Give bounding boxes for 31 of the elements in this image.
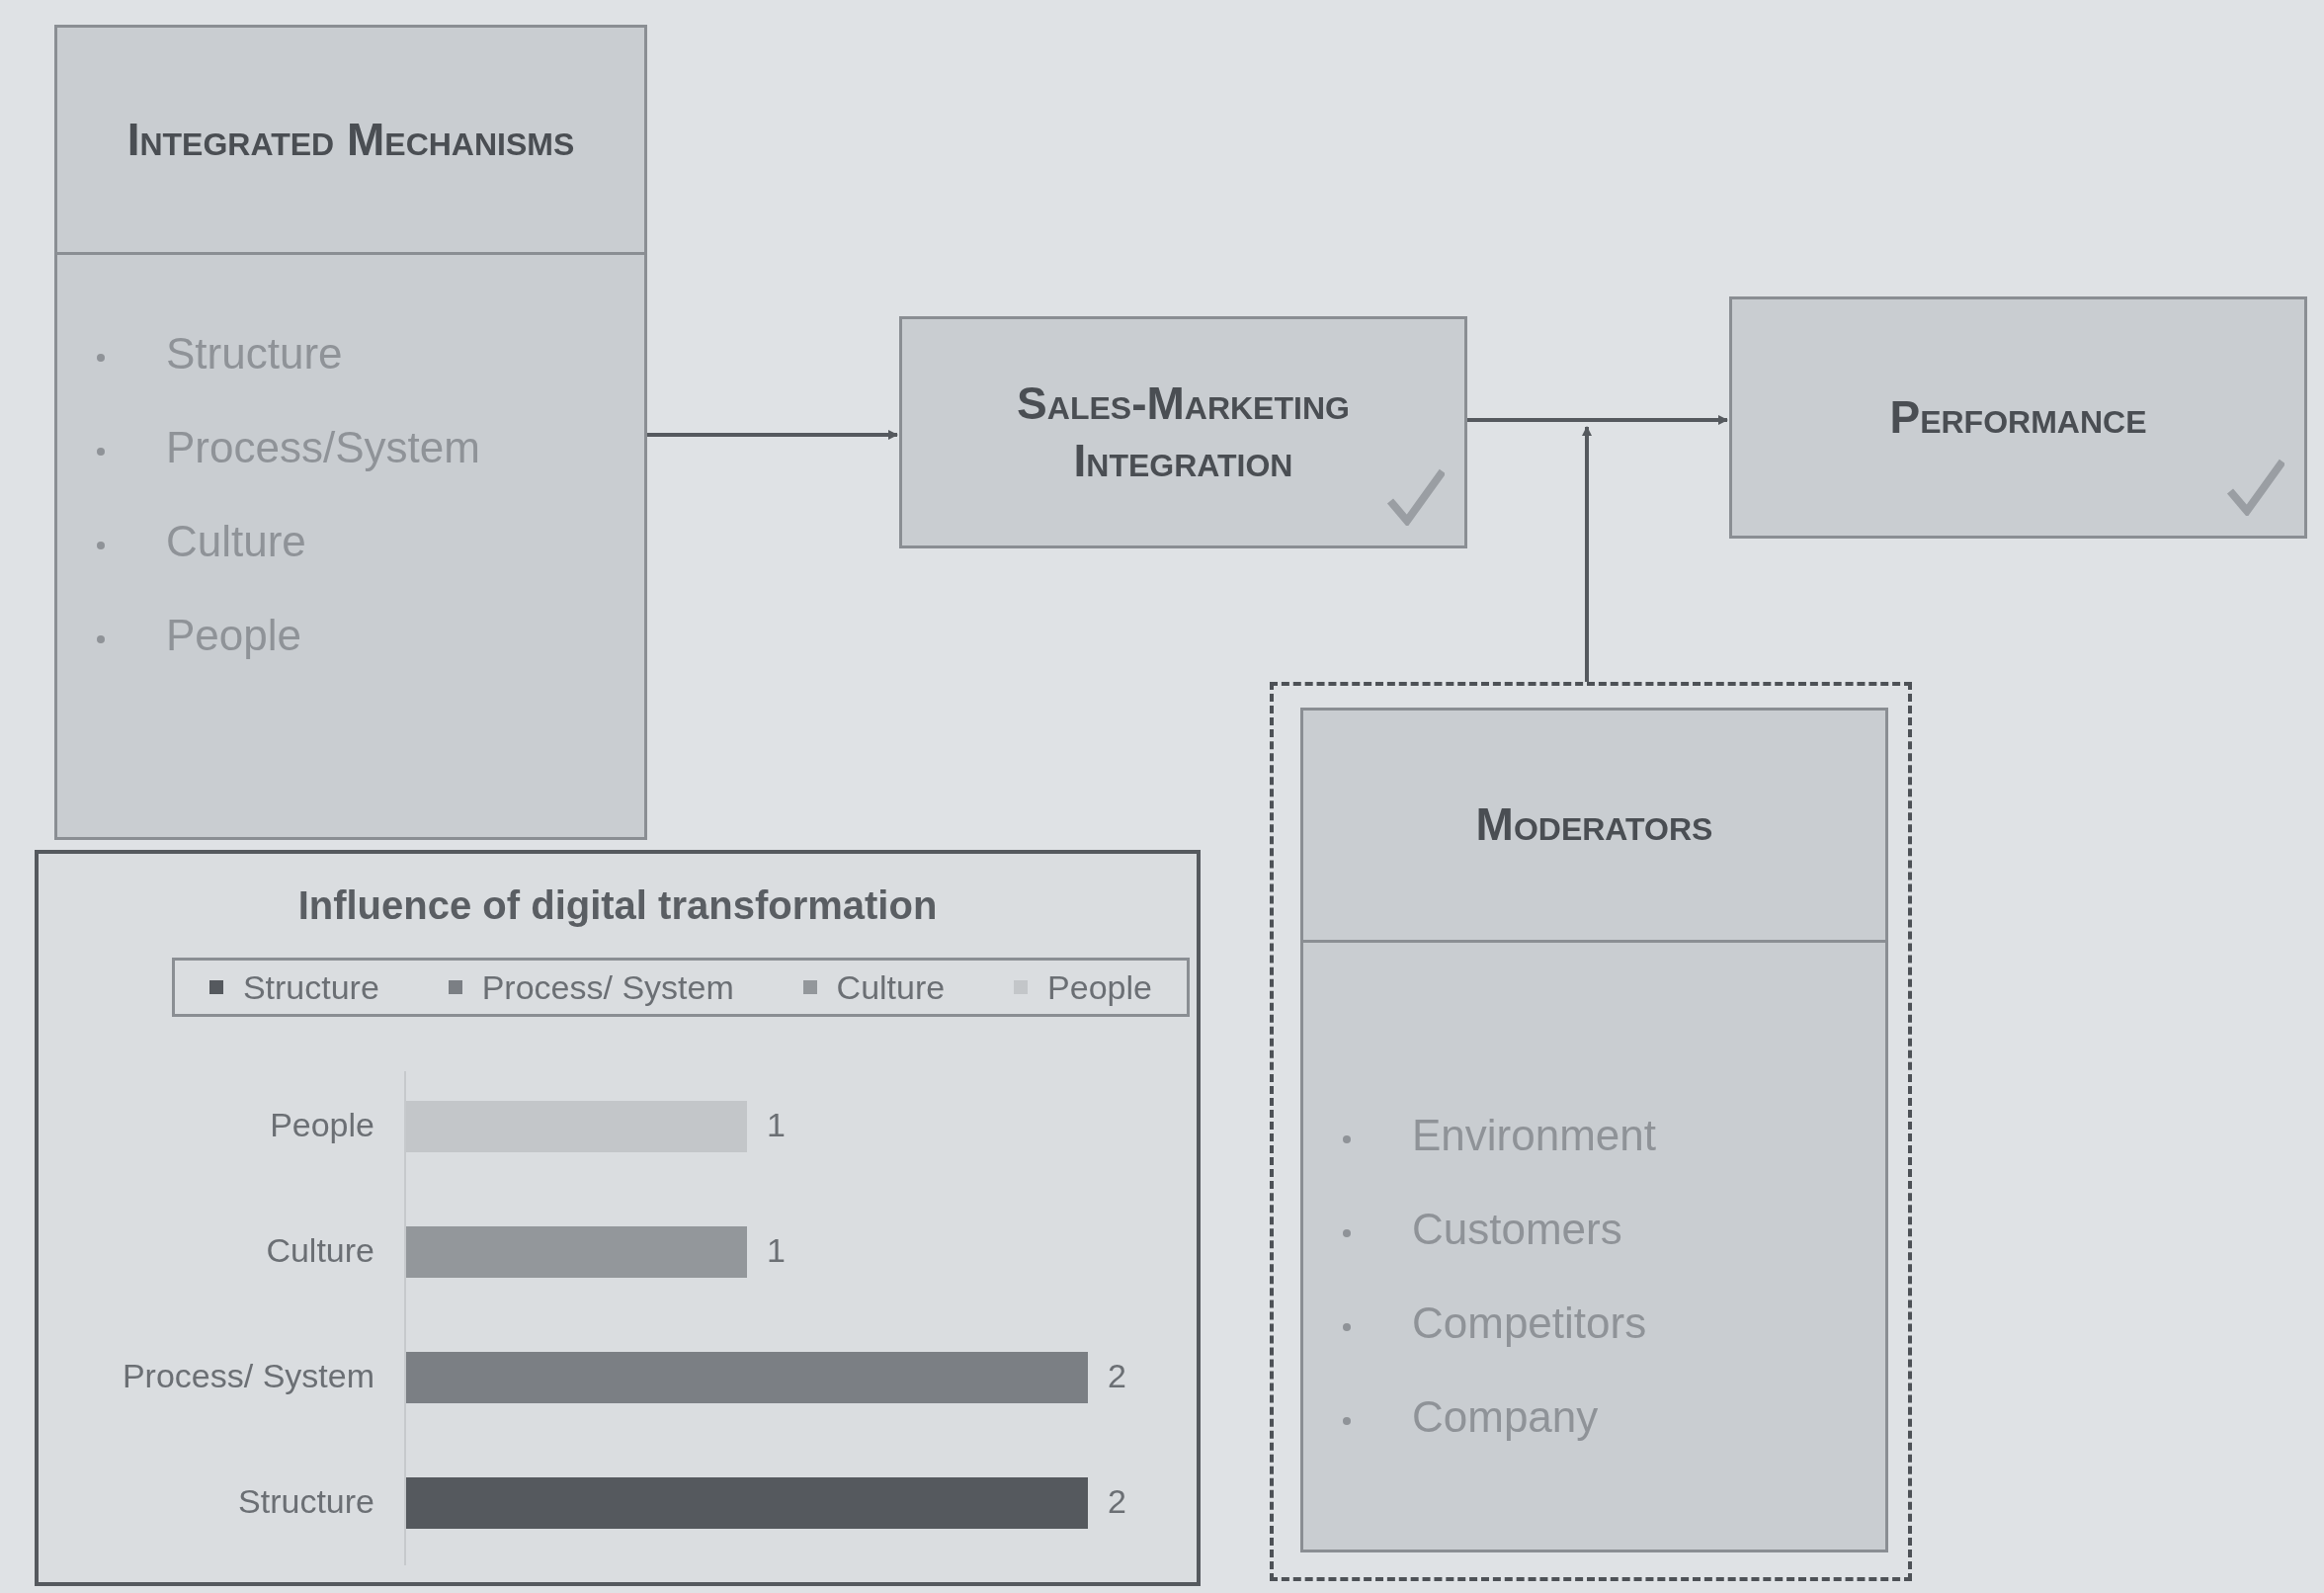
list-box <box>54 25 647 840</box>
chart-title: Influence of digital transformation <box>296 883 939 928</box>
heading-text: Integrated Mechanisms <box>126 112 575 167</box>
list-item: Process/System <box>166 423 480 472</box>
legend-label: People <box>1047 967 1152 1007</box>
arrow <box>647 430 898 440</box>
box-title: Performance <box>1889 389 2147 445</box>
list-item: Customers <box>1412 1205 1622 1254</box>
legend-label: Culture <box>836 967 946 1007</box>
process-box <box>1729 296 2307 539</box>
category-label: Structure <box>237 1482 374 1521</box>
list-item: Environment <box>1412 1111 1656 1160</box>
value-label: 1 <box>767 1106 786 1144</box>
category-label: Process/ System <box>121 1357 374 1395</box>
legend-label: Process/ System <box>481 967 734 1007</box>
category-label: Culture <box>265 1231 374 1270</box>
list-item: Competitors <box>1412 1299 1647 1348</box>
value-label: 2 <box>1108 1482 1126 1521</box>
list-item: Structure <box>166 329 343 378</box>
process-box <box>899 316 1467 548</box>
box-title: Sales-Marketing Integration <box>1016 377 1351 488</box>
list-item: Company <box>1412 1392 1599 1442</box>
arrow <box>1467 415 1728 425</box>
list-item: Culture <box>166 517 306 566</box>
legend-label: Structure <box>242 967 379 1007</box>
category-label: People <box>269 1106 374 1144</box>
value-label: 1 <box>767 1231 786 1270</box>
value-label: 2 <box>1108 1357 1126 1395</box>
heading-text: Moderators <box>1475 797 1713 853</box>
list-item: People <box>166 611 301 660</box>
arrow <box>1582 426 1592 682</box>
